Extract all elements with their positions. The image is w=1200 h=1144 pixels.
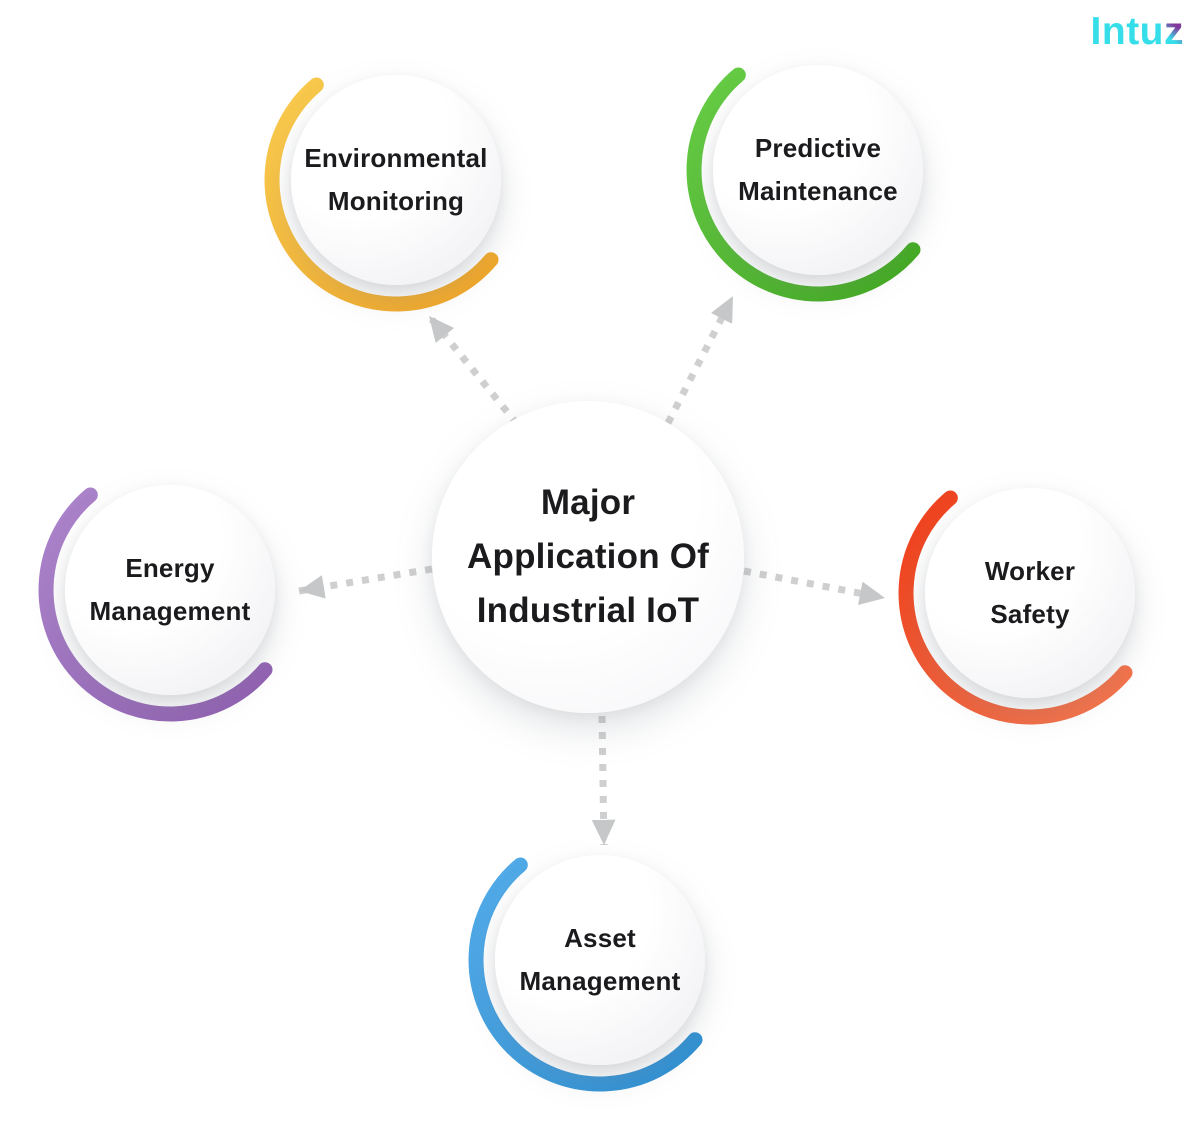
node-label: Predictive Maintenance bbox=[738, 133, 898, 206]
node-circle: Asset Management bbox=[495, 855, 705, 1065]
node-predictive-maintenance: Predictive Maintenance bbox=[678, 30, 958, 310]
node-label: Worker Safety bbox=[984, 556, 1076, 629]
arc-energy-management bbox=[38, 487, 273, 722]
arc-worker-safety bbox=[898, 490, 1133, 725]
node-worker-safety: Worker Safety bbox=[890, 453, 1170, 733]
diagram-title: Major Application Of Industrial IoT bbox=[467, 476, 709, 639]
arrow-to-asset-management bbox=[591, 715, 616, 846]
node-label: Energy Management bbox=[89, 553, 251, 626]
arrow-to-environmental-monitoring bbox=[426, 313, 520, 427]
node-asset-management: Asset Management bbox=[460, 820, 740, 1100]
node-energy-management: Energy Management bbox=[30, 450, 310, 730]
title-line-2: Application Of bbox=[467, 536, 709, 576]
arrow-to-energy-management bbox=[298, 565, 433, 599]
node-label: Asset Management bbox=[519, 923, 681, 996]
center-node: Major Application Of Industrial IoT bbox=[432, 401, 744, 713]
title-line-1: Major bbox=[540, 482, 636, 522]
node-circle: Worker Safety bbox=[925, 488, 1135, 698]
node-circle: Predictive Maintenance bbox=[713, 65, 923, 275]
arrow-to-worker-safety bbox=[743, 567, 886, 605]
node-label: Environmental Monitoring bbox=[304, 143, 488, 216]
arc-predictive-maintenance bbox=[686, 67, 921, 302]
title-line-3: Industrial IoT bbox=[476, 591, 700, 631]
node-environmental-monitoring: Environmental Monitoring bbox=[256, 40, 536, 320]
node-circle: Environmental Monitoring bbox=[291, 75, 501, 285]
arc-asset-management bbox=[468, 857, 703, 1092]
brand-logo: Intuz bbox=[1091, 12, 1184, 51]
arc-environmental-monitoring bbox=[264, 77, 499, 312]
node-circle: Energy Management bbox=[65, 485, 275, 695]
brand-logo-text: Intu bbox=[1090, 10, 1164, 53]
brand-logo-accent: z bbox=[1164, 10, 1184, 53]
arrow-to-predictive-maintenance bbox=[664, 294, 737, 425]
